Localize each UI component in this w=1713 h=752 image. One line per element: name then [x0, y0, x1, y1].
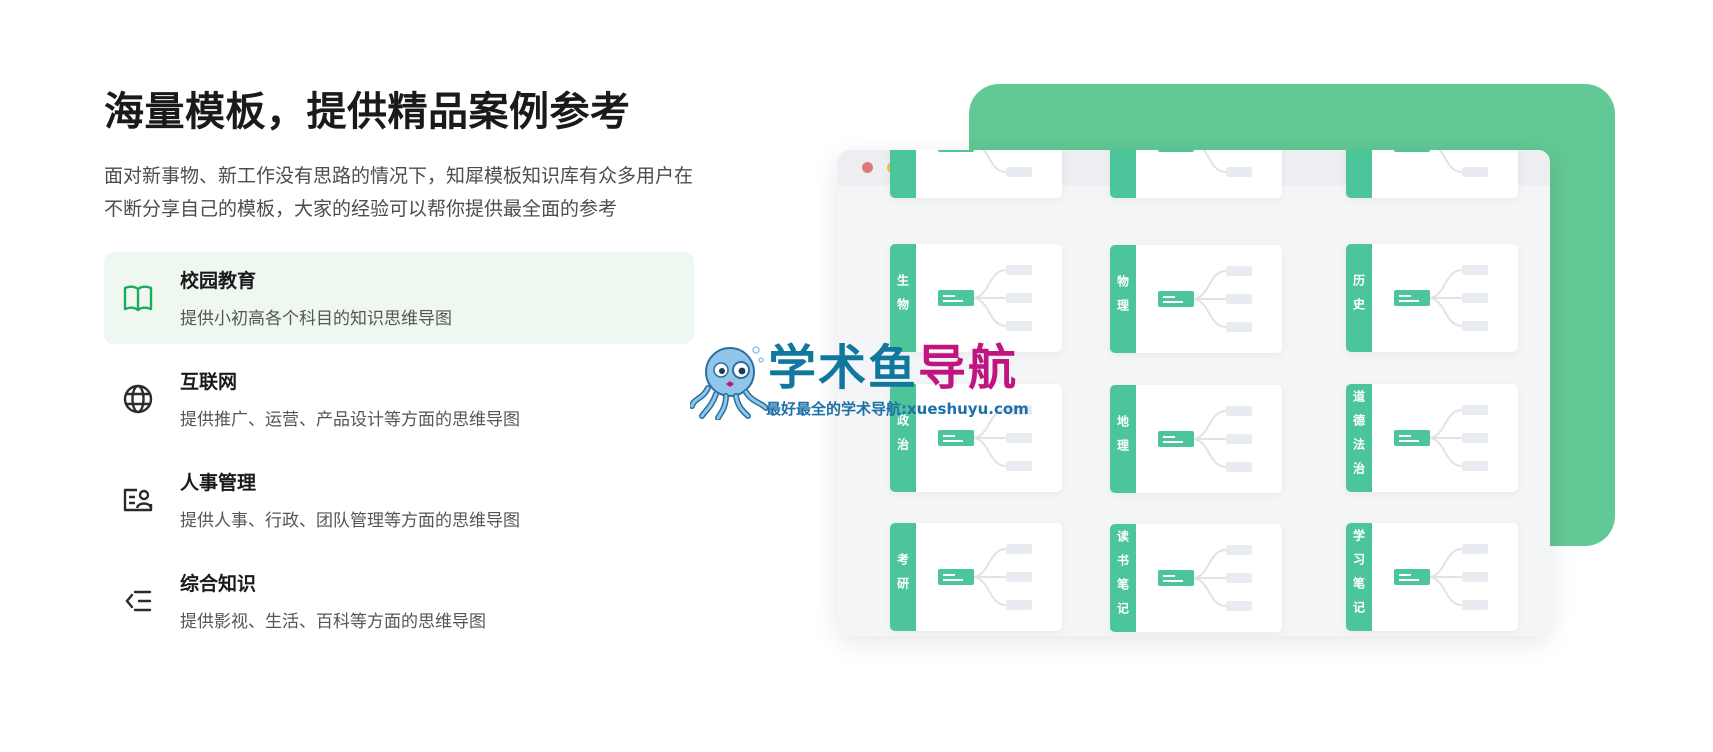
- feature-section: 海量模板，提供精品案例参考 面对新事物、新工作没有思路的情况下，知犀模板知识库有…: [104, 86, 694, 656]
- watermark-title-pink: 导航: [918, 340, 1019, 396]
- card-subject-tab: 读书笔记: [1110, 524, 1136, 632]
- feature-item-general-knowledge[interactable]: 综合知识 提供影视、生活、百科等方面的思维导图: [104, 555, 694, 647]
- mindmap-thumbnail: [1394, 544, 1488, 610]
- card-subject-label: 生物: [895, 274, 910, 322]
- feature-item-hr-management[interactable]: 人事管理 提供人事、行政、团队管理等方面的思维导图: [104, 454, 694, 546]
- template-card[interactable]: 历史: [1346, 244, 1518, 352]
- feature-description: 提供推广、运营、产品设计等方面的思维导图: [180, 410, 520, 430]
- card-subject-label: 物理: [1115, 275, 1130, 323]
- watermark-title: 学术鱼导航: [768, 340, 1018, 396]
- card-subject-label: 读书笔记: [1115, 530, 1130, 626]
- mindmap-thumbnail: [1394, 405, 1488, 471]
- template-card[interactable]: 政治: [890, 384, 1062, 492]
- card-subject-label: 地理: [1115, 415, 1130, 463]
- mindmap-thumbnail: [1158, 150, 1252, 177]
- card-subject-label: 学习笔记: [1351, 529, 1366, 625]
- list-indent-icon: [120, 583, 156, 619]
- watermark-logo: 学术鱼导航 最好最全的学术导航:xueshuyu.com: [690, 340, 1045, 420]
- card-subject-label: 学: [895, 150, 912, 156]
- template-card[interactable]: 地理: [1110, 385, 1282, 493]
- feature-item-campus-education[interactable]: 校园教育 提供小初高各个科目的知识思维导图: [104, 252, 694, 344]
- card-subject-tab: 道德法治: [1346, 384, 1372, 492]
- card-subject-tab: [1110, 150, 1136, 198]
- feature-title: 校园教育: [180, 270, 257, 292]
- id-card-icon: [120, 482, 156, 518]
- mindmap-thumbnail: [1394, 265, 1488, 331]
- feature-description: 提供小初高各个科目的知识思维导图: [180, 309, 452, 329]
- mindmap-thumbnail: [938, 405, 1032, 471]
- page-description: 面对新事物、新工作没有思路的情况下，知犀模板知识库有众多用户在不断分享自己的模板…: [104, 165, 694, 220]
- template-card[interactable]: 生物: [890, 244, 1062, 352]
- feature-title: 综合知识: [180, 573, 257, 595]
- watermark-subtitle: 最好最全的学术导航:xueshuyu.com: [766, 400, 1029, 418]
- template-card[interactable]: 试: [1346, 150, 1518, 198]
- page-title: 海量模板，提供精品案例参考: [104, 89, 631, 135]
- feature-title: 互联网: [180, 371, 238, 393]
- mindmap-thumbnail: [1158, 266, 1252, 332]
- card-subject-tab: 地理: [1110, 385, 1136, 493]
- template-card[interactable]: 物理: [1110, 245, 1282, 353]
- template-card[interactable]: 学习笔记: [1346, 523, 1518, 631]
- feature-list: 校园教育 提供小初高各个科目的知识思维导图 互联网 提供推广、运营、产品设计等方…: [104, 252, 694, 647]
- card-subject-tab: 试: [1346, 150, 1372, 198]
- card-subject-tab: 历史: [1346, 244, 1372, 352]
- watermark-title-blue: 学术鱼: [768, 340, 919, 396]
- template-card[interactable]: 考研: [890, 523, 1062, 631]
- card-subject-tab: 物理: [1110, 245, 1136, 353]
- card-subject-tab: 学: [890, 150, 916, 198]
- card-subject-tab: 政治: [890, 384, 916, 492]
- card-subject-label: 历史: [1351, 274, 1366, 322]
- mindmap-thumbnail: [1158, 545, 1252, 611]
- template-preview-window: 学 试 生物 物理 历史 政治 地理 道德法治 考研 读书笔记: [838, 150, 1550, 636]
- template-card[interactable]: [1110, 150, 1282, 198]
- template-card[interactable]: 学: [890, 150, 1062, 198]
- window-close-dot: [862, 162, 873, 173]
- card-subject-label: 考研: [895, 553, 910, 601]
- feature-title: 人事管理: [180, 472, 257, 494]
- mindmap-thumbnail: [938, 544, 1032, 610]
- mindmap-thumbnail: [938, 150, 1032, 177]
- card-subject-label: 道德法治: [1351, 390, 1366, 486]
- card-subject-tab: 考研: [890, 523, 916, 631]
- mindmap-thumbnail: [938, 265, 1032, 331]
- template-card[interactable]: 道德法治: [1346, 384, 1518, 492]
- feature-item-internet[interactable]: 互联网 提供推广、运营、产品设计等方面的思维导图: [104, 353, 694, 445]
- card-subject-label: 政治: [895, 414, 910, 462]
- feature-description: 提供人事、行政、团队管理等方面的思维导图: [180, 511, 520, 531]
- mindmap-thumbnail: [1158, 406, 1252, 472]
- card-subject-tab: 生物: [890, 244, 916, 352]
- globe-icon: [120, 381, 156, 417]
- feature-description: 提供影视、生活、百科等方面的思维导图: [180, 612, 486, 632]
- card-subject-label: 试: [1351, 150, 1368, 156]
- card-subject-tab: 学习笔记: [1346, 523, 1372, 631]
- template-card[interactable]: 读书笔记: [1110, 524, 1282, 632]
- book-icon: [120, 280, 156, 316]
- mindmap-thumbnail: [1394, 150, 1488, 177]
- octopus-mascot-icon: [690, 346, 769, 420]
